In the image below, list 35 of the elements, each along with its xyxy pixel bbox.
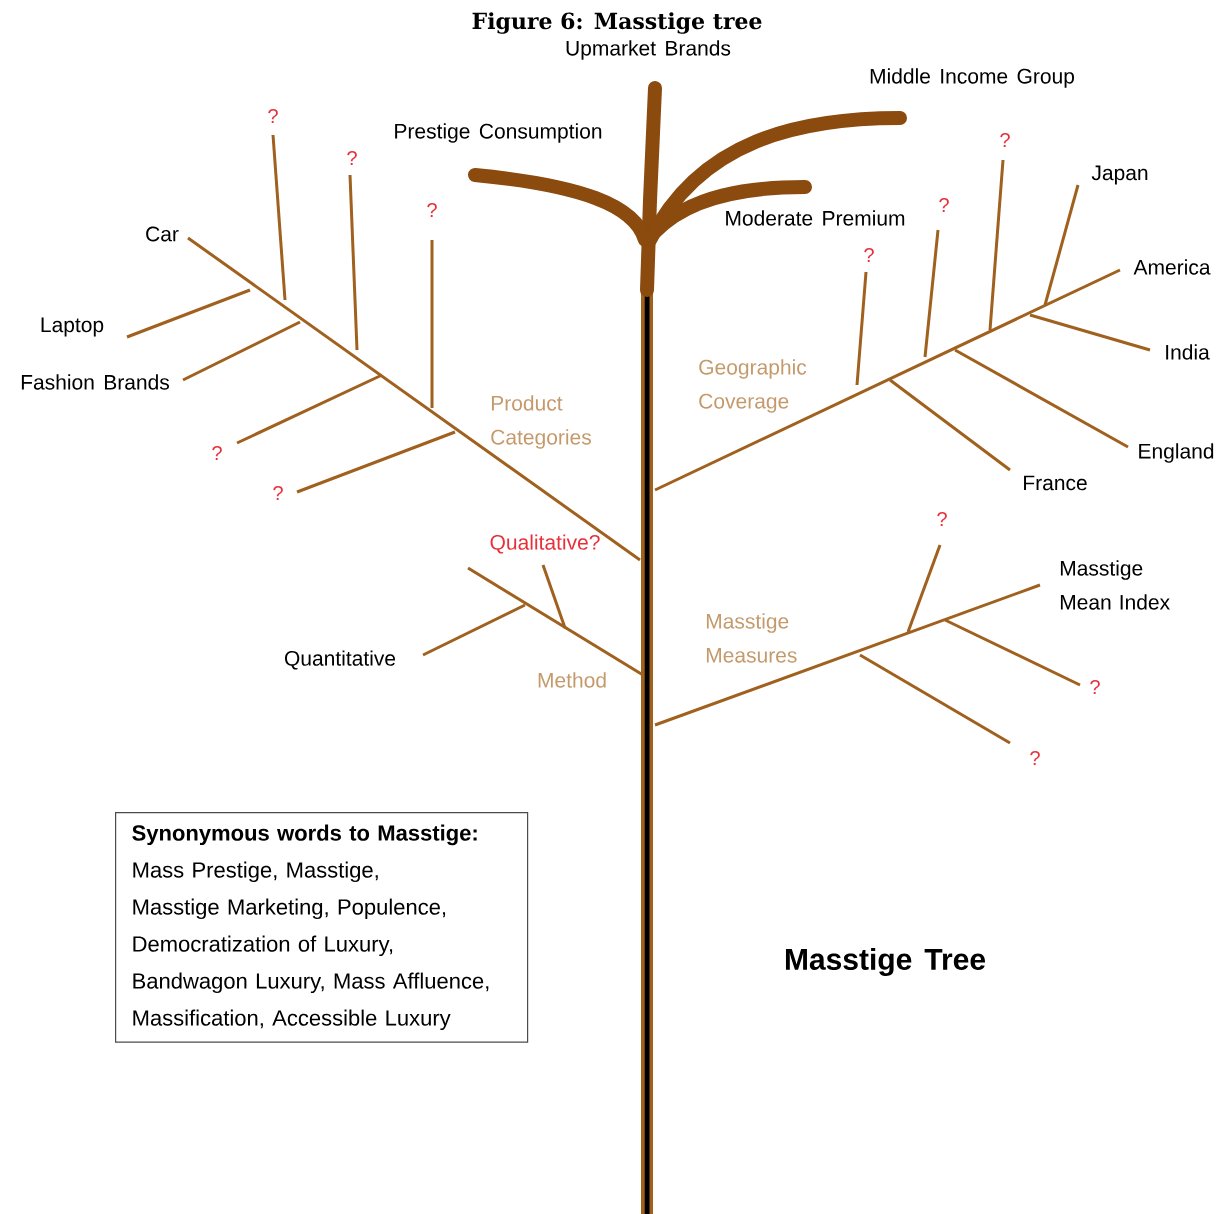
branch-label: Upmarket Brands bbox=[566, 40, 731, 60]
question-mark: ? bbox=[273, 486, 283, 500]
branch-label: America bbox=[1133, 259, 1211, 275]
question-mark: ? bbox=[1090, 680, 1100, 694]
question-mark: ? bbox=[937, 512, 947, 526]
branch-label: Car bbox=[146, 226, 179, 242]
branch-label: Laptop bbox=[41, 317, 104, 337]
branch-label: India bbox=[1166, 344, 1210, 360]
question-mark: ? bbox=[1030, 751, 1040, 765]
question-mark: ? bbox=[212, 446, 222, 460]
branch-label: Prestige Consumption bbox=[395, 123, 602, 143]
branch-label: Moderate Premium bbox=[726, 210, 905, 226]
question-mark: ? bbox=[939, 198, 949, 212]
box-heading: Synonymous words to Masstige: bbox=[132, 824, 477, 846]
tree-title: Masstige Tree bbox=[785, 947, 986, 977]
question-mark: ? bbox=[268, 109, 278, 123]
branch-label: France bbox=[1024, 475, 1087, 491]
synonym-box bbox=[115, 812, 529, 1043]
question-mark: ? bbox=[1000, 133, 1010, 147]
branch-label: Fashion Brands bbox=[21, 374, 170, 390]
question-mark: ? bbox=[347, 151, 357, 165]
question-mark: ? bbox=[427, 203, 437, 217]
branch-label: England bbox=[1139, 443, 1214, 463]
branch-label: Japan bbox=[1091, 165, 1148, 185]
category-label: Method bbox=[538, 672, 606, 688]
category-label: Geographic Coverage bbox=[699, 359, 807, 413]
branch-label: Quantitative bbox=[284, 650, 396, 670]
method-label: Qualitative? bbox=[490, 534, 600, 554]
branch-label: Masstige Mean Index bbox=[1060, 560, 1170, 610]
category-label: Product Categories bbox=[491, 395, 591, 449]
question-mark: ? bbox=[864, 248, 874, 262]
category-label: Masstige Measures bbox=[706, 613, 797, 663]
figure-title: Figure 6: Masstige tree bbox=[472, 12, 762, 34]
branch-label: Middle Income Group bbox=[870, 68, 1074, 88]
box-text: Mass Prestige, Masstige, Masstige Marketing, Populence, Democratization of Luxury, Bandwagon Luxury, Mass Affluence, Massification, Accessible Luxury bbox=[133, 861, 489, 1031]
